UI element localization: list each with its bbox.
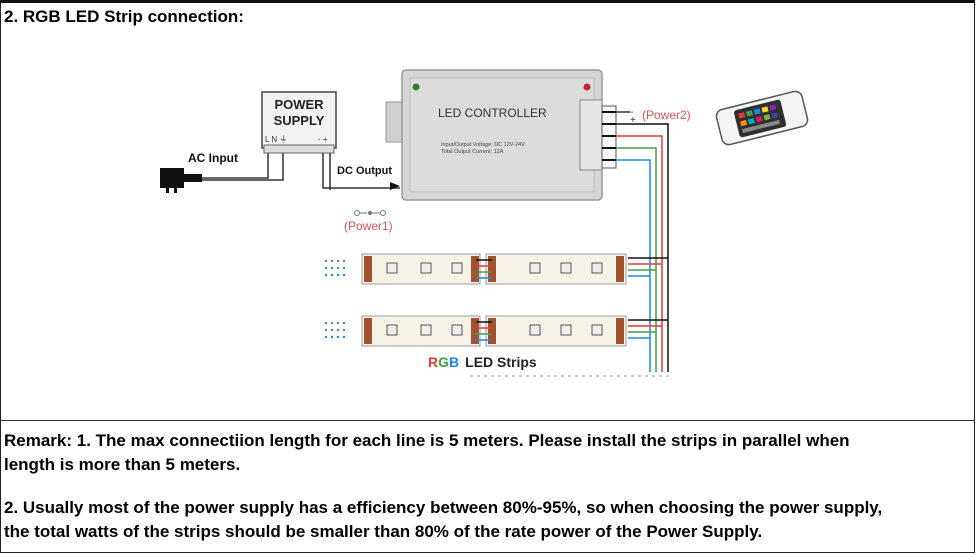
remark-2: 2. Usually most of the power supply has … bbox=[4, 496, 882, 544]
strip-dots-left-lower bbox=[324, 321, 346, 339]
power-supply-label-2: SUPPLY bbox=[274, 113, 325, 128]
power1-label: (Power1) bbox=[344, 219, 393, 233]
power2-polarity: - bbox=[630, 107, 633, 118]
section-heading: 2. RGB LED Strip connection: bbox=[4, 7, 244, 26]
dc-output-label: DC Output bbox=[337, 165, 392, 177]
connection-diagram: AC Input POWER SUPPLY L N ⏚ - + DC Outpu… bbox=[160, 69, 809, 377]
ac-plug-icon bbox=[160, 168, 202, 193]
section-divider bbox=[0, 420, 975, 421]
led-controller-box: LED CONTROLLER Input/Output Voltage: DC … bbox=[385, 69, 603, 201]
power-led-icon bbox=[583, 83, 591, 91]
controller-to-strips-wires bbox=[616, 123, 669, 372]
rf-remote-icon bbox=[715, 90, 809, 146]
ac-wire-2 bbox=[202, 149, 284, 181]
strip-dots-left bbox=[324, 259, 346, 277]
remark-2-line-1: 2. Usually most of the power supply has … bbox=[4, 498, 883, 517]
power2-polarity-plus: + bbox=[630, 115, 636, 126]
led-strip-upper bbox=[324, 253, 627, 285]
controller-spec-current: Total Output Current: 12A bbox=[441, 149, 504, 155]
controller-terminals bbox=[601, 105, 617, 169]
ac-wire bbox=[202, 149, 269, 179]
dc-arrow-icon bbox=[390, 182, 400, 190]
ac-input-label: AC Input bbox=[188, 151, 238, 165]
remark-1: Remark: 1. The max connectiion length fo… bbox=[4, 429, 850, 477]
ps-terminals-left: L N ⏚ bbox=[265, 135, 287, 144]
remark-1-line-1: Remark: 1. The max connectiion length fo… bbox=[4, 431, 850, 450]
dc-wire-neg bbox=[322, 153, 400, 189]
led-strip-lower bbox=[324, 315, 627, 347]
status-led-icon bbox=[412, 83, 420, 91]
remark-2-line-2: the total watts of the strips should be … bbox=[4, 522, 763, 541]
remark-1-line-2: length is more than 5 meters. bbox=[4, 455, 241, 474]
ps-terminals-right: - + bbox=[318, 135, 328, 144]
power-supply-label-1: POWER bbox=[274, 97, 324, 112]
power-supply-box: POWER SUPPLY L N ⏚ - + bbox=[261, 91, 337, 154]
power2-label: (Power2) bbox=[642, 108, 691, 122]
power1-jack-icon bbox=[354, 210, 386, 216]
controller-spec-voltage: Input/Output Voltage: DC 12V-24V bbox=[441, 142, 525, 148]
controller-title: LED CONTROLLER bbox=[438, 106, 547, 120]
